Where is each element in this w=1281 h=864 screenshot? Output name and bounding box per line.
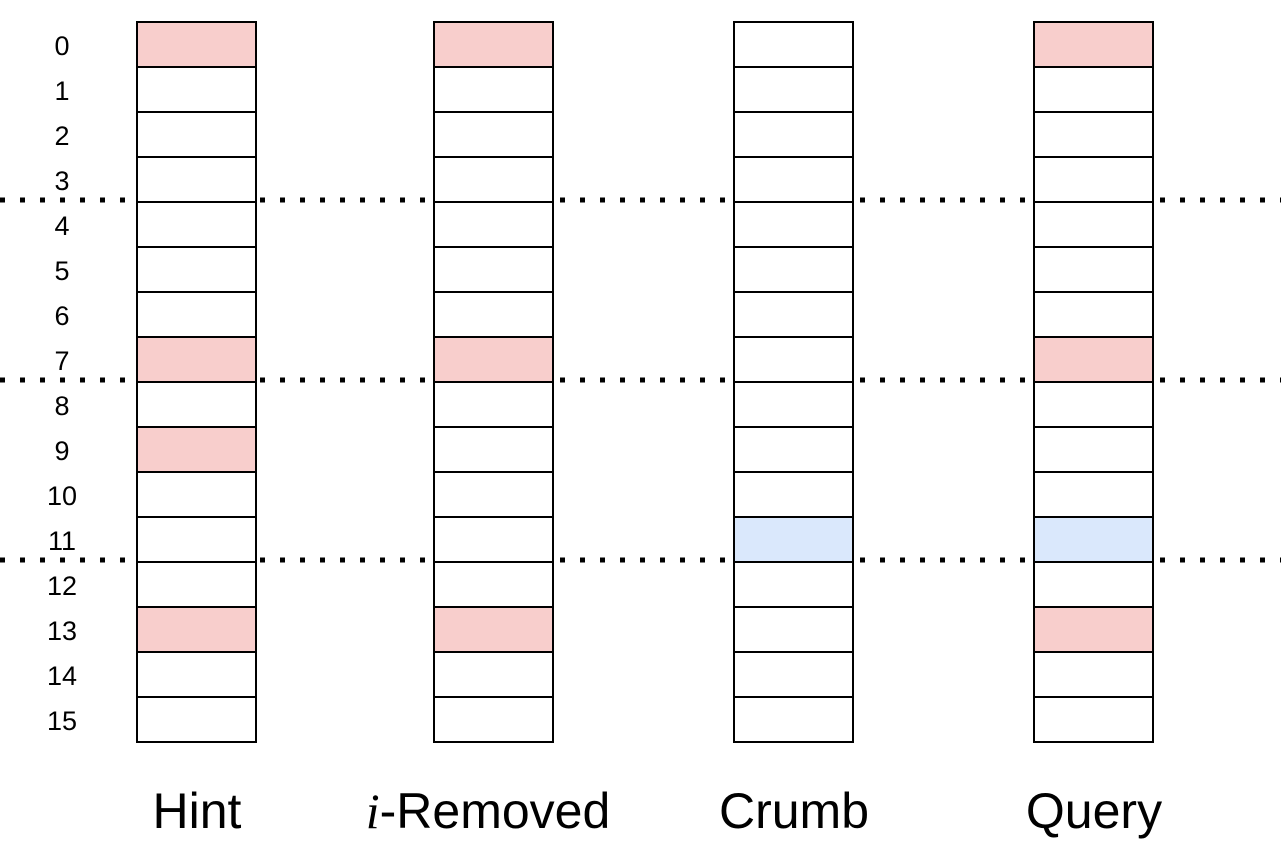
column-label-crumb: Crumb	[719, 783, 869, 839]
array-cell	[1033, 606, 1154, 653]
column-label-removed-text: -Removed	[380, 783, 611, 839]
array-cell	[733, 426, 854, 473]
column-label-i-removed: i-Removed	[366, 783, 611, 839]
array-cell	[733, 561, 854, 608]
array-cell	[733, 21, 854, 68]
array-cell	[1033, 561, 1154, 608]
row-index-label: 8	[54, 391, 69, 421]
array-cell	[433, 336, 554, 383]
array-columns	[136, 21, 1154, 743]
array-cell	[1033, 381, 1154, 428]
array-cell	[733, 381, 854, 428]
array-cell	[433, 696, 554, 743]
row-index-label: 14	[47, 661, 77, 691]
array-cell	[733, 606, 854, 653]
array-cell	[433, 66, 554, 113]
array-cell	[136, 426, 257, 473]
array-cell	[433, 561, 554, 608]
array-cell	[433, 111, 554, 158]
row-index-label: 4	[54, 211, 69, 241]
array-cell	[733, 696, 854, 743]
row-index-label: 12	[47, 571, 77, 601]
array-cell	[733, 651, 854, 698]
array-cell	[1033, 516, 1154, 563]
row-index-label: 1	[54, 76, 69, 106]
row-index-label: 13	[47, 616, 77, 646]
array-cell	[733, 156, 854, 203]
array-cell	[136, 606, 257, 653]
array-cell	[433, 426, 554, 473]
row-index-label: 0	[54, 31, 69, 61]
array-cell	[1033, 426, 1154, 473]
array-cell	[733, 201, 854, 248]
array-cell	[1033, 291, 1154, 338]
array-cell	[136, 291, 257, 338]
row-index-label: 15	[47, 706, 77, 736]
array-cell	[433, 21, 554, 68]
array-cell	[733, 111, 854, 158]
array-cell	[1033, 201, 1154, 248]
array-cell	[1033, 336, 1154, 383]
array-cell	[733, 516, 854, 563]
row-index-label: 2	[54, 121, 69, 151]
row-index-label: 6	[54, 301, 69, 331]
array-cell	[433, 201, 554, 248]
array-cell	[433, 471, 554, 518]
array-cell	[433, 291, 554, 338]
column-labels: Hint i-Removed Crumb Query	[153, 783, 1163, 839]
array-cell	[136, 156, 257, 203]
array-cell	[433, 381, 554, 428]
array-cell	[433, 651, 554, 698]
array-cell	[136, 246, 257, 293]
math-i-symbol: i	[366, 783, 380, 839]
array-cell	[733, 291, 854, 338]
array-cell	[136, 201, 257, 248]
row-index-label: 7	[54, 346, 69, 376]
array-cell	[733, 336, 854, 383]
array-cell	[733, 66, 854, 113]
array-cell	[1033, 21, 1154, 68]
array-cell	[136, 561, 257, 608]
dotted-separators	[0, 197, 1281, 563]
array-cell	[1033, 651, 1154, 698]
array-cell	[433, 606, 554, 653]
column-label-query: Query	[1026, 783, 1162, 839]
array-cell	[733, 471, 854, 518]
array-cell	[136, 696, 257, 743]
array-cell	[1033, 471, 1154, 518]
array-column-2	[733, 21, 854, 743]
array-cell	[136, 651, 257, 698]
array-cell	[136, 471, 257, 518]
array-cell	[1033, 246, 1154, 293]
array-cell	[136, 66, 257, 113]
row-index-label: 10	[47, 481, 77, 511]
row-index-label: 11	[48, 526, 76, 556]
array-cell	[433, 156, 554, 203]
array-cell	[433, 246, 554, 293]
array-cell	[1033, 111, 1154, 158]
array-cell	[136, 111, 257, 158]
row-index-label: 3	[54, 166, 69, 196]
array-cell	[1033, 696, 1154, 743]
array-cell	[1033, 66, 1154, 113]
row-index-label: 9	[54, 436, 69, 466]
array-cell	[136, 336, 257, 383]
array-column-1	[433, 21, 554, 743]
array-cell	[433, 516, 554, 563]
row-index-label: 5	[54, 256, 69, 286]
array-cell	[733, 246, 854, 293]
array-cell	[136, 381, 257, 428]
array-cell	[136, 516, 257, 563]
column-label-hint: Hint	[153, 783, 242, 839]
array-cell	[136, 21, 257, 68]
array-column-3	[1033, 21, 1154, 743]
array-cell	[1033, 156, 1154, 203]
array-column-0	[136, 21, 257, 743]
